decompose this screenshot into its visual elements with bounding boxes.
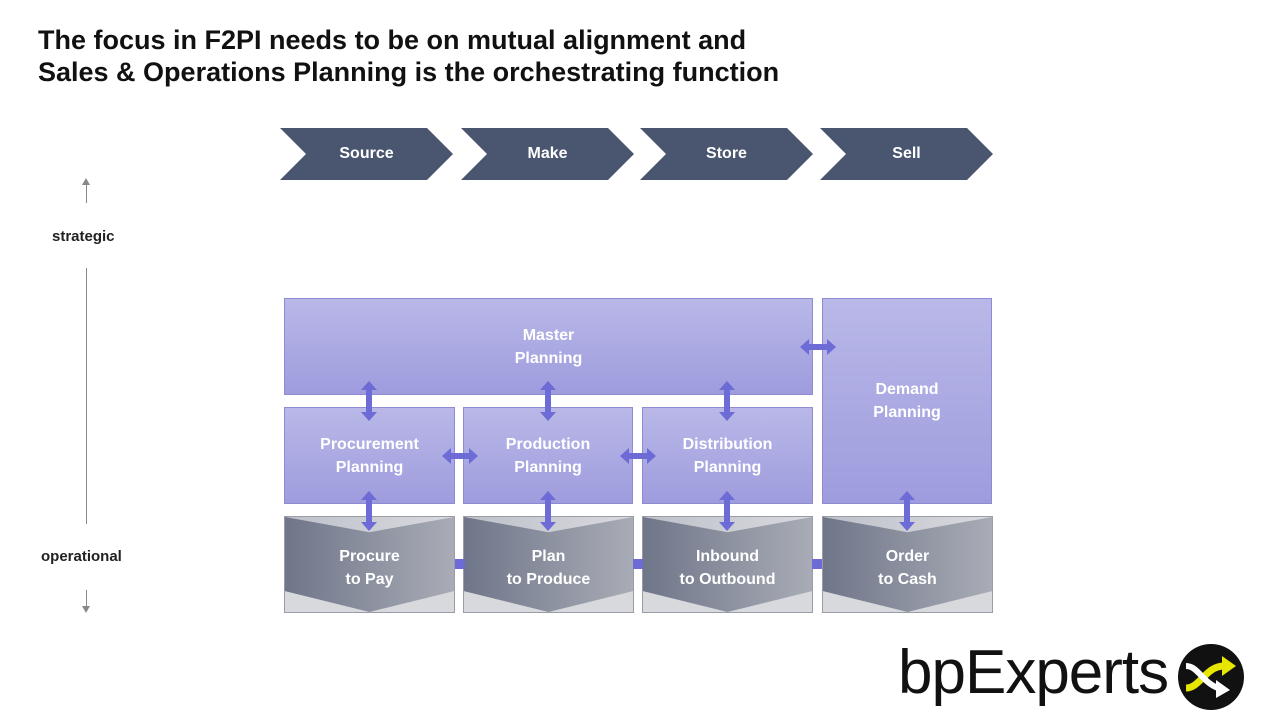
process-label: Procure to Pay [285, 545, 454, 591]
process-order-to-cash: Order to Cash [822, 516, 993, 613]
process-connector [633, 559, 643, 569]
process-order-line-2: to Cash [878, 571, 937, 588]
axis-label-operational: operational [41, 548, 122, 565]
double-arrow-vertical-icon [540, 491, 556, 531]
procurement-planning-line-1: Procurement [320, 435, 419, 453]
process-procure-line-1: Procure [339, 548, 400, 565]
axis-up-arrow [82, 178, 90, 185]
double-arrow-vertical-icon [719, 381, 735, 421]
demand-planning-line-1: Demand [875, 381, 939, 398]
double-arrow-vertical-icon [540, 381, 556, 421]
company-logo-text: bpExperts [898, 638, 1169, 707]
master-planning-line-1: Master [522, 326, 575, 344]
axis-down-arrow [82, 606, 90, 613]
process-shape [464, 517, 633, 612]
procurement-planning-line-2: Planning [335, 458, 404, 476]
slide-title: The focus in F2PI needs to be on mutual … [38, 24, 779, 88]
production-planning-box: Production Planning [463, 407, 633, 504]
title-line-2: Sales & Operations Planning is the orche… [38, 57, 780, 87]
process-inbound-to-outbound: Inbound to Outbound [642, 516, 813, 613]
demand-planning-box: Demand Planning [822, 298, 992, 504]
process-procure-line-2: to Pay [345, 571, 394, 588]
process-order-line-1: Order [885, 548, 930, 565]
procurement-planning-box: Procurement Planning [284, 407, 455, 504]
production-planning-line-2: Planning [514, 458, 582, 476]
axis-line-middle [86, 268, 87, 524]
master-planning-line-2: Planning [514, 349, 583, 367]
process-procure-to-pay: Procure to Pay [284, 516, 455, 613]
double-arrow-horizontal-icon [620, 448, 656, 464]
master-planning-box: Master Planning [284, 298, 813, 395]
axis-line-upper [86, 185, 87, 203]
process-inbound-line-2: to Outbound [679, 571, 776, 588]
process-plan-line-2: to Produce [506, 571, 591, 588]
chevron-make: Make [461, 128, 634, 180]
production-planning-line-1: Production [505, 435, 591, 453]
process-inbound-line-1: Inbound [695, 548, 760, 565]
process-connector [812, 559, 822, 569]
distribution-planning-line-2: Planning [693, 458, 762, 476]
process-label: Inbound to Outbound [643, 545, 812, 591]
process-plan-to-produce: Plan to Produce [463, 516, 634, 613]
double-arrow-vertical-icon [719, 491, 735, 531]
process-label: Order to Cash [823, 545, 992, 591]
process-plan-line-1: Plan [531, 548, 566, 565]
double-arrow-vertical-icon [361, 381, 377, 421]
double-arrow-horizontal-icon [442, 448, 478, 464]
demand-planning-line-2: Planning [873, 404, 941, 421]
chevron-source: Source [280, 128, 453, 180]
axis-line-lower [86, 590, 87, 606]
process-shape [285, 517, 454, 612]
chevron-sell: Sell [820, 128, 993, 180]
chevron-store: Store [640, 128, 813, 180]
title-line-1: The focus in F2PI needs to be on mutual … [38, 25, 747, 55]
process-label: Plan to Produce [464, 545, 633, 591]
double-arrow-vertical-icon [899, 491, 915, 531]
process-shape [823, 517, 992, 612]
process-shape [643, 517, 812, 612]
double-arrow-horizontal-icon [800, 339, 836, 355]
distribution-planning-line-1: Distribution [682, 435, 773, 453]
process-connector [455, 559, 465, 569]
axis-label-strategic: strategic [52, 228, 115, 245]
double-arrow-vertical-icon [361, 491, 377, 531]
distribution-planning-box: Distribution Planning [642, 407, 813, 504]
logo-mark-icon [1178, 644, 1244, 710]
